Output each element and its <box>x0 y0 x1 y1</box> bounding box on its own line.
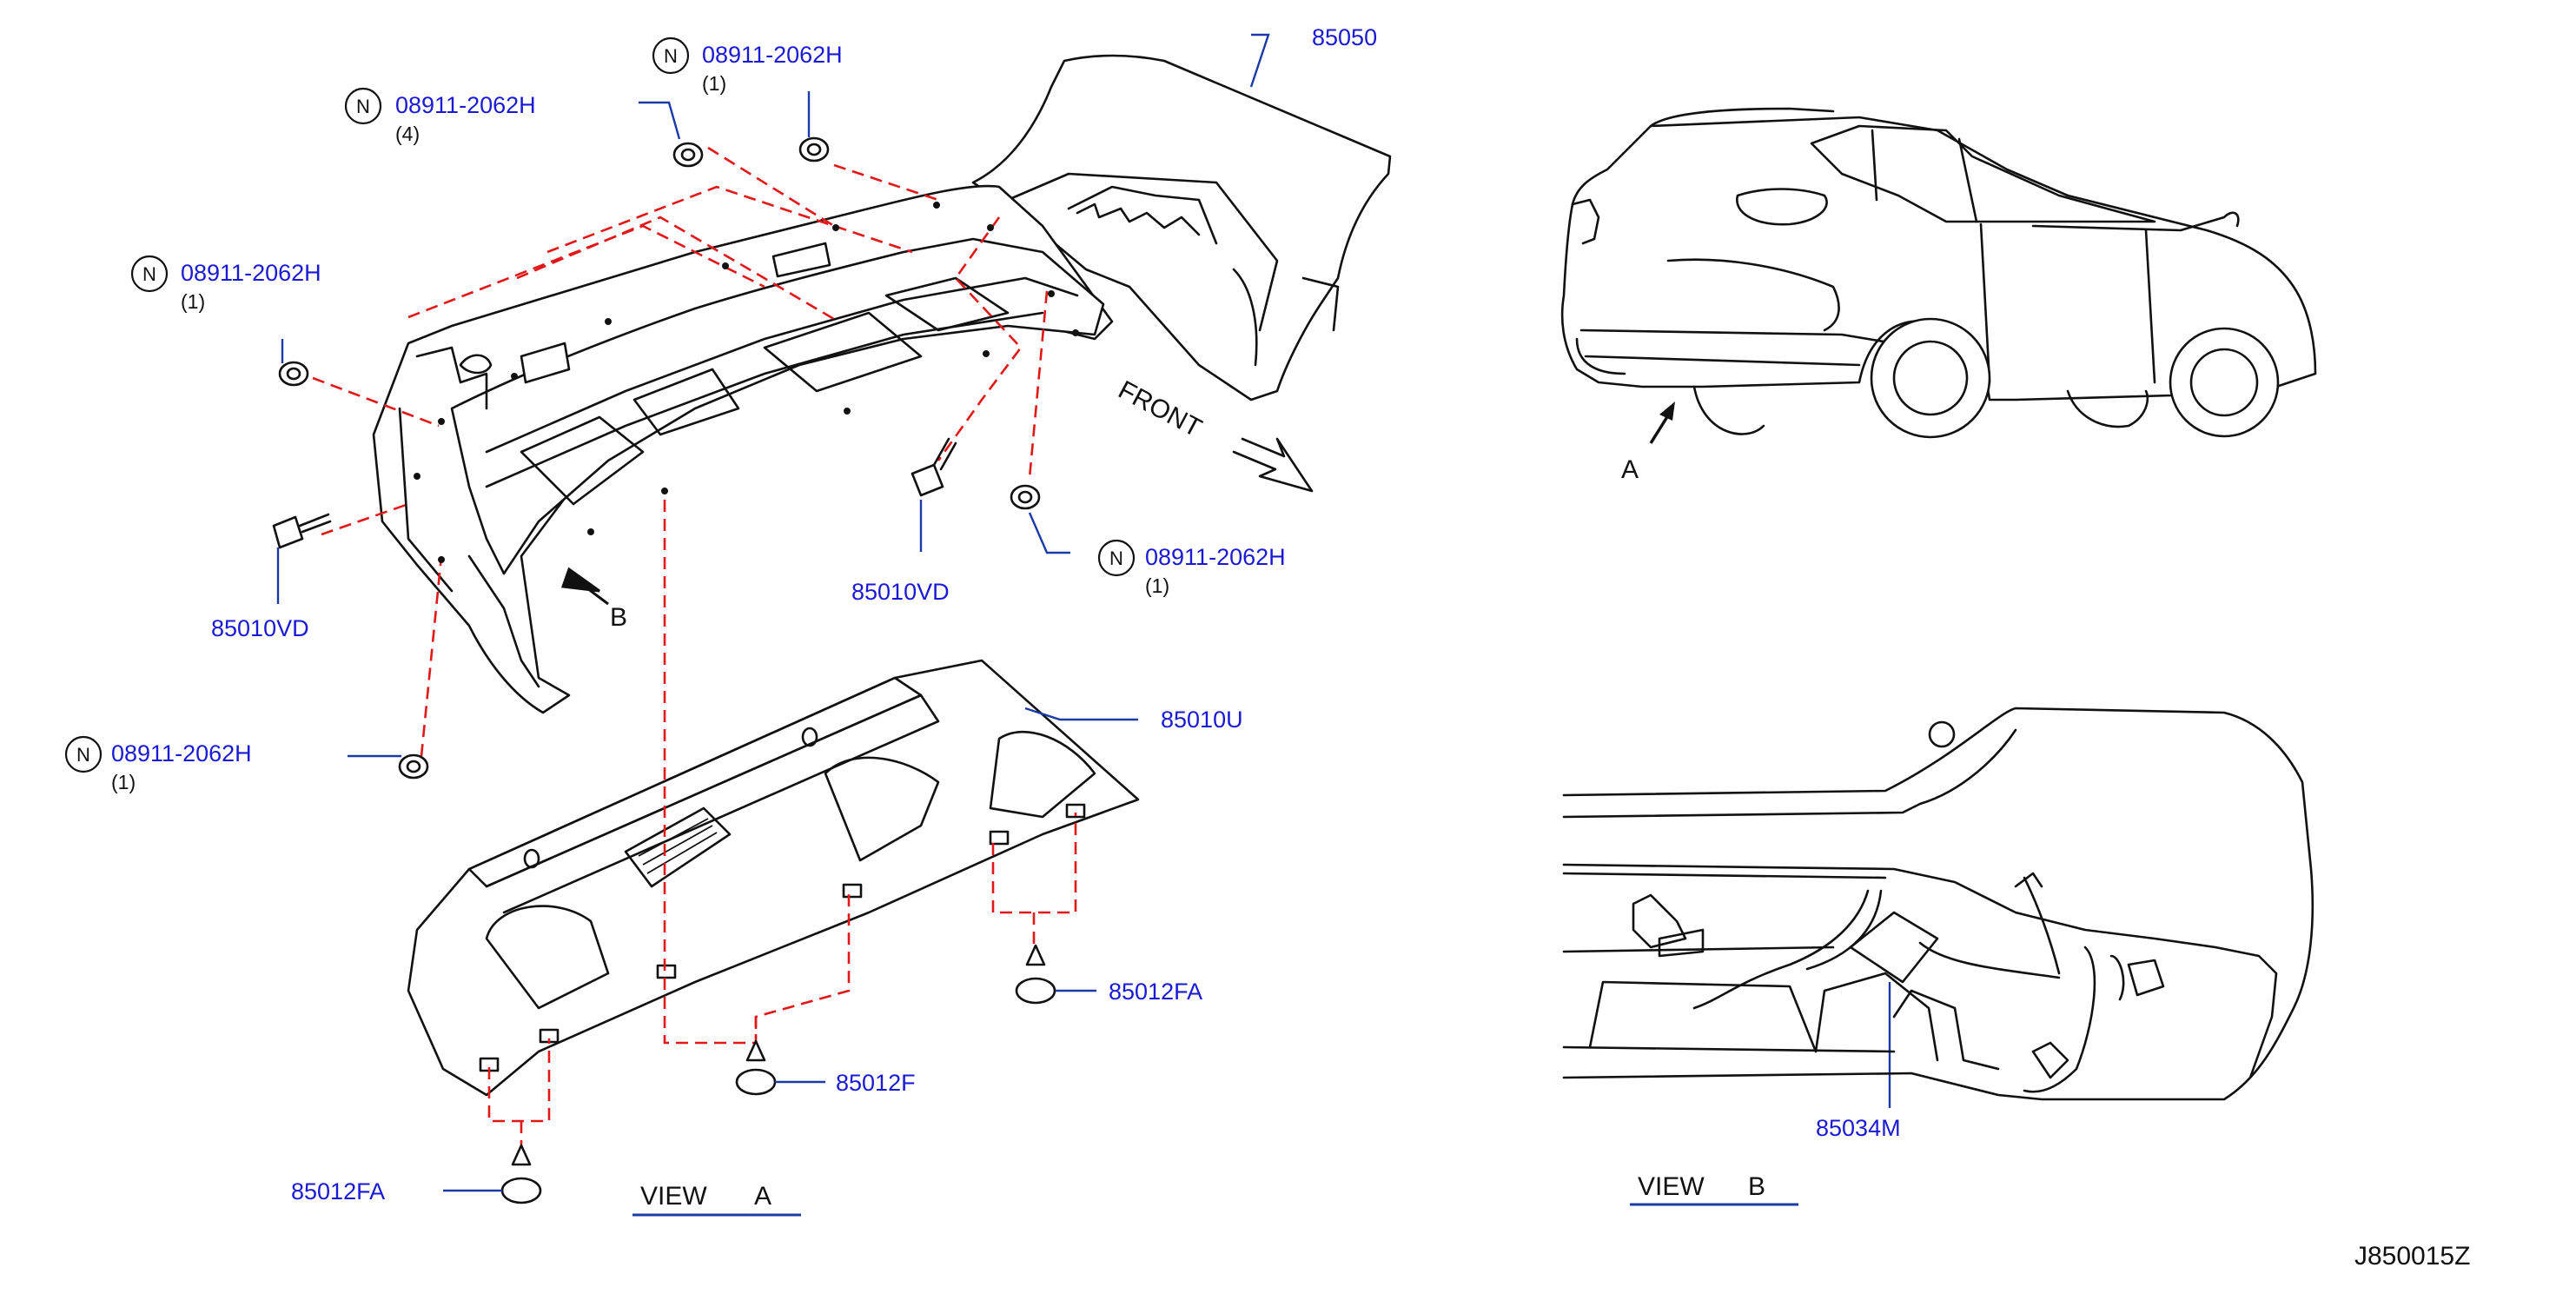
view-b-arrow <box>560 567 609 606</box>
bolt-right <box>911 437 957 497</box>
view-a-letter: A <box>754 1182 771 1211</box>
label-nut-left: 08911-2062H <box>181 260 321 286</box>
view-a-caption: VIEW A <box>632 1182 801 1217</box>
view-b-letter: B <box>1748 1172 1765 1201</box>
view-a-marker: A <box>1621 455 1639 484</box>
view-a-word: VIEW <box>640 1182 707 1211</box>
label-sensor-bracket: 85034M <box>1816 1115 1901 1141</box>
view-a-arrowhead <box>1659 401 1675 421</box>
leader-lines <box>276 33 1891 1192</box>
label-bolt-right: 85010VD <box>851 579 950 605</box>
nut-bottom <box>398 753 429 780</box>
n-circle-nut-bottom: N <box>64 735 103 773</box>
nut-top-center <box>798 136 830 163</box>
label-clip-right: 85012FA <box>1109 979 1202 1005</box>
view-b-word: VIEW <box>1638 1172 1705 1201</box>
svg-text:N: N <box>76 744 90 766</box>
clip-left <box>500 1144 542 1204</box>
svg-text:N: N <box>664 45 678 67</box>
label-nut-top-left: 08911-2062H <box>395 92 536 118</box>
qty-nut-top-center: (1) <box>702 72 726 95</box>
qty-nut-left: (1) <box>181 290 205 313</box>
label-nut-right: 08911-2062H <box>1145 544 1286 570</box>
clip-right <box>1015 944 1056 1005</box>
qty-nut-top-left: (4) <box>395 123 420 145</box>
front-arrow <box>1232 437 1314 493</box>
assembly-dashed-lines <box>312 146 1079 1147</box>
under-cover <box>407 659 1140 1097</box>
nut-right <box>1010 484 1041 510</box>
n-circle-nut-left: N <box>130 255 169 293</box>
nut-left <box>278 361 309 387</box>
label-under-cover: 85010U <box>1161 707 1243 733</box>
svg-text:N: N <box>142 263 156 285</box>
front-label: FRONT <box>1114 375 1207 443</box>
nut-top-left <box>672 142 704 168</box>
suv-illustration <box>1560 107 2317 439</box>
clip-center <box>735 1039 777 1096</box>
label-bumper-fascia: 85050 <box>1312 24 1377 50</box>
svg-text:N: N <box>1109 547 1123 569</box>
view-b-marker: B <box>610 603 627 632</box>
diagram-id: J850015Z <box>2354 1242 2470 1271</box>
n-circle-nut-top-left: N <box>344 87 382 125</box>
qty-nut-right: (1) <box>1145 574 1169 597</box>
view-b-caption: VIEW B <box>1630 1172 1798 1206</box>
view-b-detail <box>1562 707 2314 1101</box>
qty-nut-bottom: (1) <box>111 771 136 793</box>
label-clip-left: 85012FA <box>291 1178 385 1204</box>
svg-text:N: N <box>356 96 370 117</box>
bumper-assembly <box>372 184 1114 714</box>
label-nut-top-center: 08911-2062H <box>702 42 843 68</box>
bolt-left <box>272 513 332 549</box>
label-clip-center: 85012F <box>836 1070 916 1096</box>
rear-bumper-fascia <box>971 54 1392 401</box>
label-nut-bottom: 08911-2062H <box>111 740 252 766</box>
n-circle-nut-right: N <box>1097 539 1136 577</box>
label-bolt-left: 85010VD <box>211 615 309 641</box>
n-circle-nut-top-center: N <box>652 36 690 75</box>
